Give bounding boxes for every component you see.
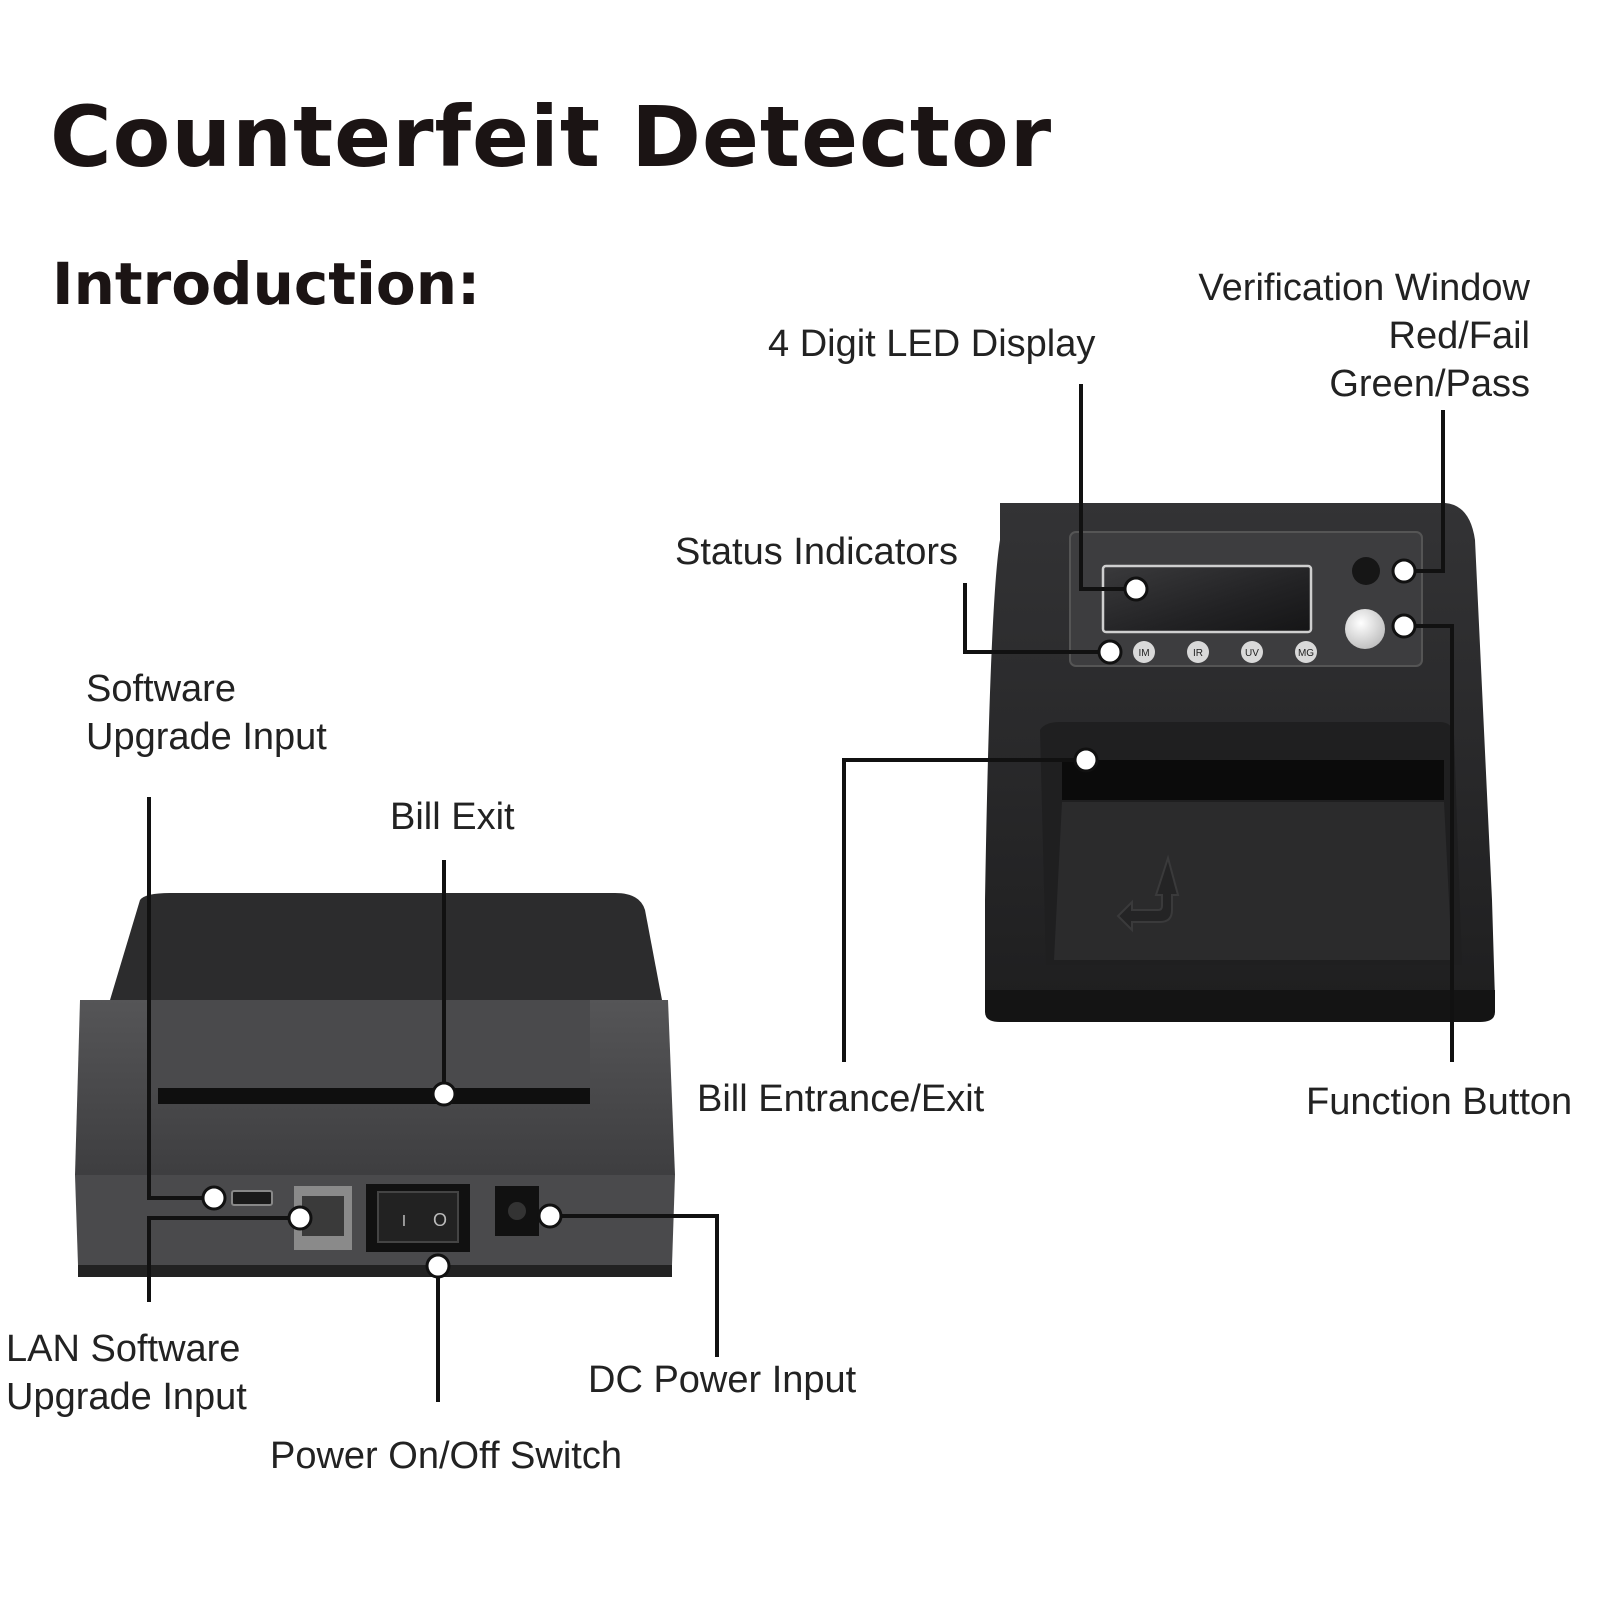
callout-dot-power-switch xyxy=(425,1253,451,1279)
bill-exit-slot xyxy=(158,1088,590,1104)
label-power-switch: Power On/Off Switch xyxy=(270,1435,622,1477)
indicator-badge-ir xyxy=(1187,641,1209,663)
bill-entrance-slot xyxy=(1062,760,1444,800)
rear-top-housing xyxy=(110,893,662,1000)
callout-dot-status-indicators xyxy=(1097,639,1123,665)
callout-line-led-display xyxy=(1079,384,1134,591)
front-device-base xyxy=(985,990,1495,1022)
callout-dot-bill-exit xyxy=(431,1081,457,1107)
indicator-text-mg: MG xyxy=(1298,648,1314,659)
callout-dot-function-button xyxy=(1391,613,1417,639)
label-software-upgrade-line1: Software xyxy=(86,668,236,710)
label-dc-power-input: DC Power Input xyxy=(588,1359,857,1401)
callout-dot-lan-upgrade xyxy=(287,1205,313,1231)
label-bill-entrance-exit: Bill Entrance/Exit xyxy=(697,1078,985,1120)
label-verification-window: Verification Window Red/Fail Green/Pass xyxy=(1198,264,1530,408)
function-button xyxy=(1345,609,1385,649)
callout-line-lan-upgrade xyxy=(147,1216,300,1302)
callout-dot-bill-entrance xyxy=(1073,747,1099,773)
status-indicator-badges: IM IR UV MG xyxy=(1133,641,1317,663)
label-function-button: Function Button xyxy=(1306,1081,1573,1123)
front-device: IM IR UV MG xyxy=(985,503,1495,1022)
rear-upper-face xyxy=(150,1000,590,1090)
callout-dot-led-display xyxy=(1123,576,1149,602)
label-status-indicators: Status Indicators xyxy=(675,531,959,573)
led-display xyxy=(1101,564,1313,634)
indicator-text-ir: IR xyxy=(1193,648,1203,659)
label-verification-window-line1: Verification Window xyxy=(1198,267,1530,309)
verification-window-lamp xyxy=(1352,557,1380,585)
indicator-badge-uv xyxy=(1241,641,1263,663)
label-lan-upgrade-line2: Upgrade Input xyxy=(6,1376,247,1418)
label-software-upgrade-input: Software Upgrade Input xyxy=(86,665,327,761)
callout-dot-verification-window xyxy=(1391,558,1417,584)
rear-base xyxy=(78,1265,672,1277)
callout-dot-software-upgrade xyxy=(201,1185,227,1211)
page-subtitle: Introduction: xyxy=(52,250,481,318)
indicator-text-uv: UV xyxy=(1245,648,1259,659)
indicator-badge-im xyxy=(1133,641,1155,663)
label-verification-window-line3: Green/Pass xyxy=(1329,363,1530,405)
callout-line-bill-entrance xyxy=(842,758,1084,1062)
arrow-icon xyxy=(1116,854,1180,933)
bill-tray-inner xyxy=(1054,802,1452,960)
callout-dot-dc-power xyxy=(537,1203,563,1229)
switch-mark-on: I xyxy=(402,1213,406,1230)
callout-line-status-indicators xyxy=(963,583,1108,654)
indicator-text-im: IM xyxy=(1138,648,1149,659)
usb-port xyxy=(231,1190,273,1206)
indicator-badge-mg xyxy=(1295,641,1317,663)
power-switch-rocker xyxy=(377,1191,459,1243)
switch-mark-off: O xyxy=(433,1210,447,1230)
callout-line-dc-power xyxy=(550,1214,719,1357)
label-led-display: 4 Digit LED Display xyxy=(768,323,1096,365)
label-software-upgrade-line2: Upgrade Input xyxy=(86,716,327,758)
label-lan-software-upgrade-input: LAN Software Upgrade Input xyxy=(6,1325,247,1421)
label-bill-exit: Bill Exit xyxy=(390,796,515,838)
callout-line-software-upgrade xyxy=(147,797,214,1200)
page-title: Counterfeit Detector xyxy=(50,88,1053,186)
label-lan-upgrade-line1: LAN Software xyxy=(6,1328,241,1370)
callout-line-function-button xyxy=(1402,624,1454,1062)
label-verification-window-line2: Red/Fail xyxy=(1388,315,1531,357)
dc-power-jack-hole xyxy=(508,1202,526,1220)
rear-device: I O xyxy=(75,893,675,1277)
callout-dots xyxy=(201,558,1417,1279)
